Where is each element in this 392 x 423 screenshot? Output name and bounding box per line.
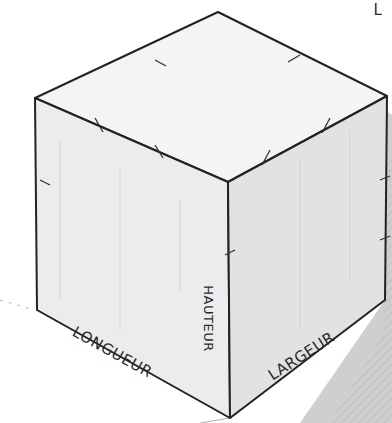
right-face [228, 96, 387, 418]
left-face [35, 98, 230, 418]
tick-marks [40, 55, 390, 255]
height-label: HAUTEUR [201, 285, 214, 351]
ground-line [0, 300, 35, 310]
cut-label: L [374, 3, 383, 18]
ground-line [200, 418, 230, 423]
